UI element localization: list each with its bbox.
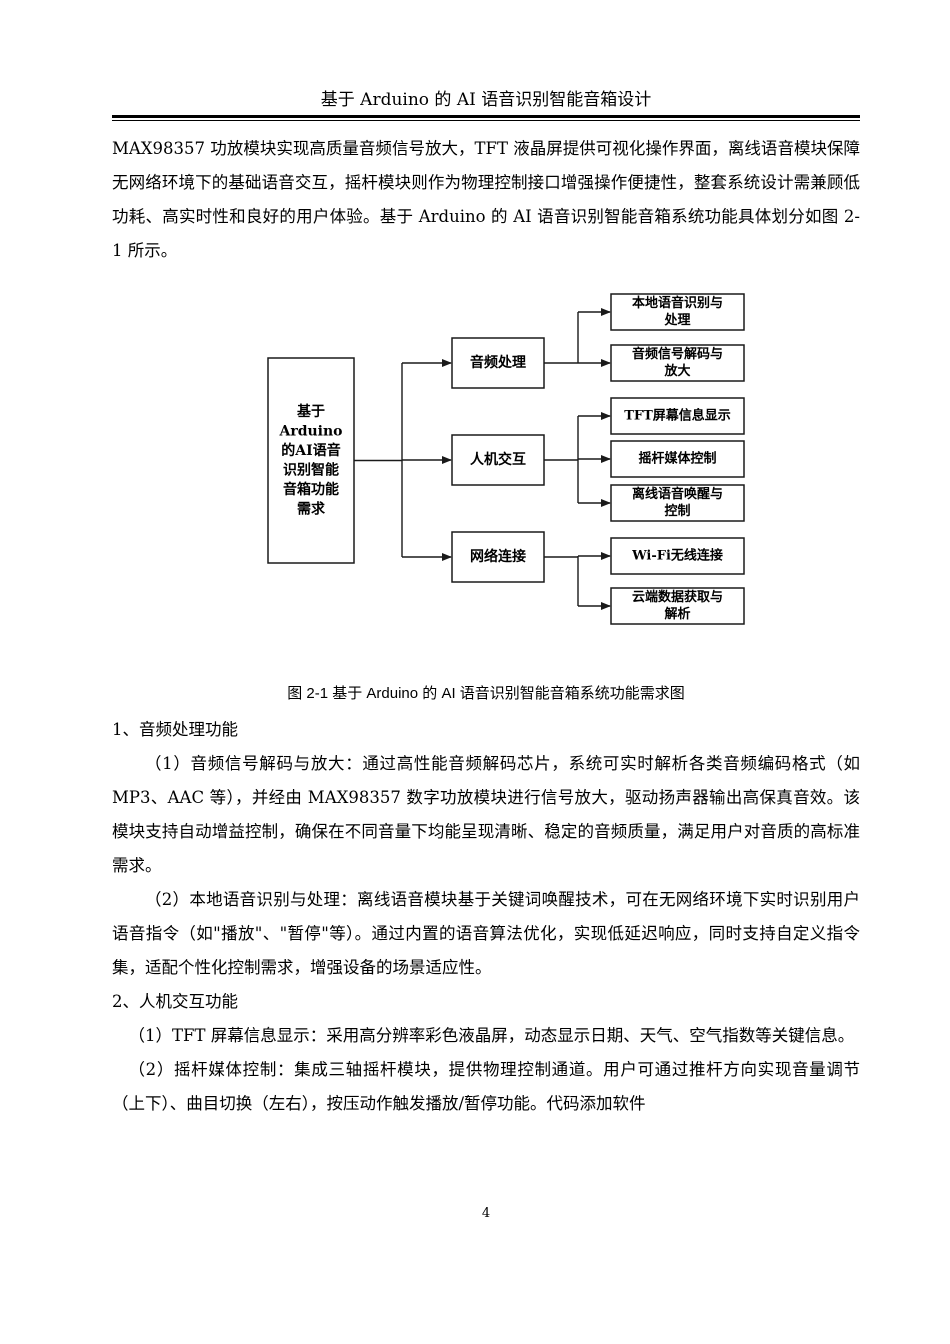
diagram-category-node-label: 音频处理 [470, 354, 526, 371]
diagram-category-node: 人机交互 [451, 434, 545, 486]
diagram-category-node-box [451, 337, 545, 389]
intro-paragraph: MAX98357 功放模块实现高质量音频信号放大，TFT 液晶屏提供可视化操作界… [112, 139, 860, 260]
function-requirement-diagram: 基于Arduino的AI语音识别智能音箱功能需求音频处理本地语音识别与处理音频信… [267, 293, 745, 625]
diagram-function-node: Wi-Fi无线连接 [610, 537, 745, 575]
diagram-function-node-box [610, 484, 745, 522]
running-header: 基于 Arduino 的 AI 语音识别智能音箱设计 [320, 90, 652, 110]
diagram-root-node-label: 识别智能 [283, 461, 339, 478]
diagram-function-node-label: Wi-Fi无线连接 [631, 548, 723, 564]
page-number: 4 [481, 1206, 491, 1221]
figure-caption: 图 2-1 基于 Arduino 的 AI 语音识别智能音箱系统功能需求图 [287, 685, 685, 702]
diagram-function-node-label: 云端数据获取与 [632, 589, 723, 605]
diagram-function-node: TFT屏幕信息显示 [610, 397, 745, 435]
paragraph-local-recognition: （2）本地语音识别与处理：离线语音模块基于关键词唤醒技术，可在无网络环境下实时识… [112, 890, 860, 977]
diagram-function-node-box [610, 293, 745, 331]
diagram-category-node: 音频处理 [451, 337, 545, 389]
header-rule-thick [112, 115, 860, 118]
diagram-root-node-label: 音箱功能 [283, 481, 339, 498]
diagram-root-node-label: Arduino [278, 423, 342, 439]
section-heading-audio: 1、音频处理功能 [112, 720, 238, 739]
diagram-function-node-box [610, 397, 745, 435]
diagram-function-node-label: 处理 [663, 312, 690, 328]
diagram-function-node-label: 控制 [664, 503, 690, 519]
paragraph-joystick-control: （2）摇杆媒体控制：集成三轴摇杆模块，提供物理控制通道。用户可通过推杆方向实现音… [112, 1060, 860, 1113]
diagram-function-node-box [610, 344, 745, 382]
diagram-function-node-label: 本地语音识别与 [632, 295, 723, 311]
diagram-function-node-box [610, 537, 745, 575]
diagram-category-node-label: 网络连接 [470, 548, 526, 565]
diagram-function-node-label: 解析 [663, 606, 690, 622]
paragraph-audio-decode: （1）音频信号解码与放大：通过高性能音频解码芯片，系统可实时解析各类音频编码格式… [112, 754, 860, 875]
diagram-function-node: 摇杆媒体控制 [610, 440, 745, 478]
diagram-root-node-label: 基于 [297, 403, 325, 420]
diagram-function-node: 音频信号解码与放大 [610, 344, 745, 382]
diagram-root-node-label: 的AI语音 [281, 442, 340, 459]
diagram-function-node-label: 摇杆媒体控制 [638, 451, 716, 467]
diagram-function-node-label: TFT屏幕信息显示 [624, 408, 731, 424]
diagram-function-node-box [610, 440, 745, 478]
diagram-root-node-label: 需求 [297, 500, 326, 517]
diagram-connectors [354, 308, 611, 610]
diagram-category-node-box [451, 434, 545, 486]
diagram-category-node-label: 人机交互 [470, 451, 526, 468]
header-rule-thin [112, 120, 860, 121]
diagram-nodes: 基于Arduino的AI语音识别智能音箱功能需求音频处理本地语音识别与处理音频信… [267, 293, 745, 625]
diagram-category-node-box [451, 531, 545, 583]
diagram-function-node-label: 离线语音唤醒与 [632, 486, 723, 502]
intro-block: MAX98357 功放模块实现高质量音频信号放大，TFT 液晶屏提供可视化操作界… [112, 132, 860, 268]
diagram-function-node-label: 音频信号解码与 [632, 346, 723, 362]
paragraph-tft-display: （1）TFT 屏幕信息显示：采用高分辨率彩色液晶屏，动态显示日期、天气、空气指数… [128, 1026, 855, 1045]
body-sections: 1、音频处理功能 （1）音频信号解码与放大：通过高性能音频解码芯片，系统可实时解… [112, 713, 860, 1121]
diagram-function-node-label: 放大 [663, 363, 690, 379]
diagram-root-node-box [267, 357, 355, 564]
section-heading-interaction: 2、人机交互功能 [112, 992, 238, 1011]
diagram-function-node: 本地语音识别与处理 [610, 293, 745, 331]
diagram-function-node-box [610, 587, 745, 625]
diagram-category-node: 网络连接 [451, 531, 545, 583]
